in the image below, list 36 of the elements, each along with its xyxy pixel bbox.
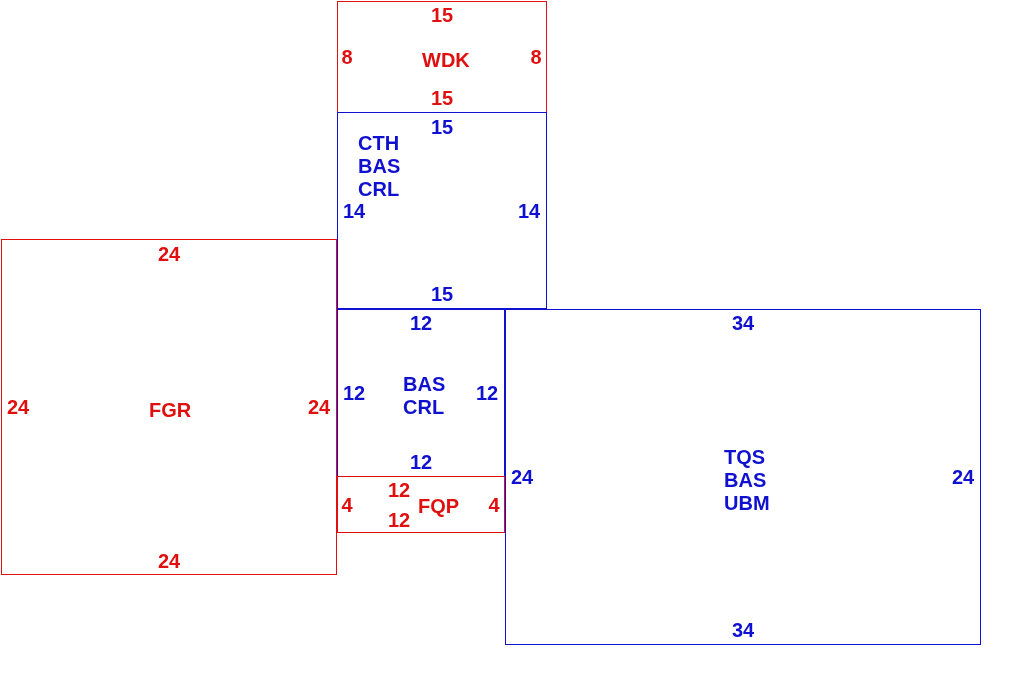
- dimension-label: 14: [517, 199, 541, 223]
- room-label: FGR: [149, 398, 193, 422]
- dimension-label: 12: [409, 311, 433, 335]
- room-outline: [337, 1, 547, 113]
- dimension-label: 34: [731, 311, 755, 335]
- dimension-label: 14: [342, 199, 366, 223]
- dimension-label: 24: [510, 465, 534, 489]
- room-label: TQS BAS UBM: [724, 445, 771, 515]
- dimension-label: 4: [341, 493, 353, 517]
- room-outline: [505, 309, 981, 645]
- dimension-label: 15: [430, 115, 454, 139]
- dimension-label: 8: [530, 45, 542, 69]
- dimension-label: 24: [6, 395, 30, 419]
- dimension-label: 12: [409, 450, 433, 474]
- room-label: FQP: [418, 494, 461, 518]
- room-outline: [1, 239, 337, 575]
- room-label: CTH BAS CRL: [358, 131, 402, 201]
- dimension-label: 34: [731, 618, 755, 642]
- dimension-label: 24: [951, 465, 975, 489]
- room-label: BAS CRL: [403, 373, 447, 419]
- dimension-label: 12: [475, 381, 499, 405]
- dimension-label: 12: [342, 381, 366, 405]
- dimension-label: 24: [307, 395, 331, 419]
- dimension-label: 12: [387, 508, 411, 532]
- room-outline: [337, 476, 505, 533]
- room-outline: [337, 112, 547, 309]
- dimension-label: 12: [387, 478, 411, 502]
- dimension-label: 15: [430, 3, 454, 27]
- dimension-label: 8: [341, 45, 353, 69]
- room-label: WDK: [422, 48, 471, 72]
- dimension-label: 15: [430, 282, 454, 306]
- dimension-label: 15: [430, 86, 454, 110]
- dimension-label: 4: [488, 493, 500, 517]
- dimension-label: 24: [157, 242, 181, 266]
- dimension-label: 24: [157, 549, 181, 573]
- room-outline: [337, 309, 505, 477]
